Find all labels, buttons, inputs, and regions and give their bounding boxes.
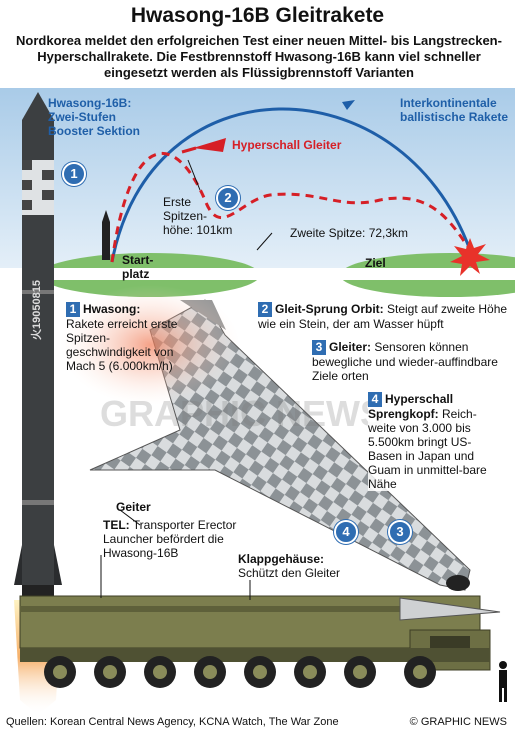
step-1-title: Hwasong:: [83, 302, 141, 316]
copyright: © GRAPHIC NEWS: [409, 716, 507, 728]
tel-label: TEL: Transporter Erector Launcher beförd…: [103, 518, 253, 560]
sky-background: [0, 88, 515, 268]
step-3-marker: 3: [388, 520, 412, 544]
step-2-badge: 2: [258, 302, 272, 317]
launch-label: Start-platz: [122, 253, 154, 281]
klapp-title: Klappgehäuse:: [238, 552, 325, 566]
page-title: Hwasong-16B Gleitrakete: [130, 4, 385, 27]
watermark: GRAPHIC NEWS: [100, 393, 385, 434]
step-4-marker: 4: [334, 520, 358, 544]
step-3-badge: 3: [312, 340, 326, 355]
geiter-label: Geiter: [116, 500, 151, 514]
klapp-text: Schützt den Gleiter: [238, 566, 341, 580]
step-2-marker: 2: [216, 186, 240, 210]
second-peak-label: Zweite Spitze: 72,3km: [290, 226, 409, 240]
tel-title: TEL:: [103, 518, 130, 532]
step-3-title: Gleiter:: [329, 340, 372, 354]
target-label: Ziel: [365, 256, 386, 270]
step-3-body: Sensoren können bewegliche und wieder-au…: [312, 340, 498, 383]
step-1-body: Rakete erreicht erste Spitzen-geschwindi…: [66, 317, 178, 373]
step-1-marker: 1: [62, 162, 86, 186]
booster-label: Hwasong-16B: Zwei-Stufen Booster Sektion: [48, 96, 141, 138]
icbm-trajectory: [110, 107, 472, 263]
missile-serial: 火19050815: [31, 280, 43, 340]
step-1-badge: 1: [66, 302, 80, 317]
step-4-badge: 4: [368, 392, 382, 407]
tel-truck: [19, 595, 501, 688]
glider-label: Hyperschall Gleiter: [232, 138, 342, 152]
first-peak-label: Erste Spitzen-höhe: 101km: [163, 195, 233, 237]
step-4-body: Reich-weite von 3.000 bis 5.500km bringt…: [368, 407, 487, 491]
small-missile-icon: [102, 210, 110, 260]
klapp-label: Klappgehäuse: Schützt den Gleiter: [238, 552, 378, 580]
step-2-title: Gleit-Sprung Orbit:: [275, 302, 384, 316]
page-subtitle: Nordkorea meldet den erfolgreichen Test …: [16, 33, 502, 80]
step-4-title: Hyperschall Sprengkopf:: [368, 392, 454, 421]
impact-star-icon: [450, 238, 490, 276]
icbm-label: Interkontinentale ballistische Rakete: [400, 96, 509, 124]
glider-icon: [193, 138, 226, 152]
sources: Quellen: Korean Central News Agency, KCN…: [6, 716, 339, 728]
step-2-body: Steigt auf zweite Höhe wie ein Stein, de…: [258, 302, 508, 331]
tel-text: Transporter Erector Launcher befördert d…: [103, 518, 237, 560]
human-scale-icon: [499, 661, 507, 702]
